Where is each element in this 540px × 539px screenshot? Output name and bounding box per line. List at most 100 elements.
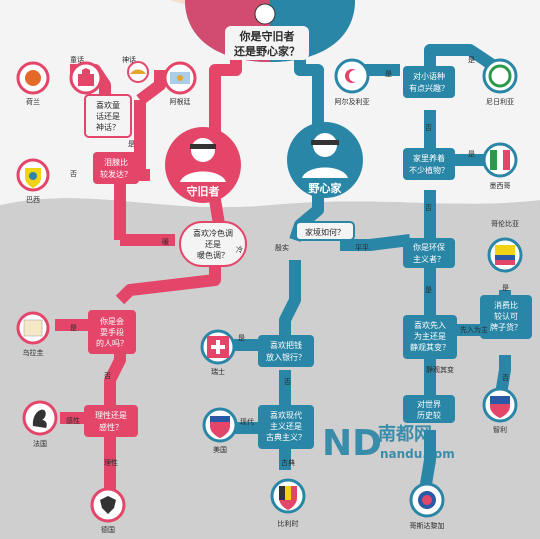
svg-text:阿尔及利亚: 阿尔及利亚 — [335, 97, 370, 106]
question-tears: 泪腺比 较发达？ — [93, 152, 139, 184]
svg-text:暖色调？: 暖色调？ — [197, 250, 229, 260]
uruguay-crest-icon — [23, 319, 43, 337]
svg-text:美国: 美国 — [213, 445, 227, 454]
svg-text:荷兰: 荷兰 — [26, 97, 40, 106]
svg-text:消费比: 消费比 — [494, 300, 518, 310]
rooster-icon — [32, 409, 47, 428]
svg-text:牌子货？: 牌子货？ — [490, 322, 522, 332]
svg-text:静观其变？: 静观其变？ — [410, 342, 450, 352]
svg-text:喜欢冷色调: 喜欢冷色调 — [193, 228, 233, 238]
answer-sensible: 感性 — [66, 416, 80, 425]
answer-classic: 古典 — [281, 458, 295, 467]
answer-warm: 暖 — [162, 238, 169, 246]
country-germany: 德国 — [90, 487, 126, 534]
svg-text:放入银行？: 放入银行？ — [266, 352, 306, 362]
question-eco: 你是环保 主义者？ — [403, 238, 455, 268]
svg-text:话还是: 话还是 — [96, 111, 120, 121]
svg-text:耍手段: 耍手段 — [100, 327, 124, 337]
svg-text:为主还是: 为主还是 — [414, 331, 446, 341]
question-rational: 理性还是 感性？ — [84, 405, 138, 437]
answer-wait: 静观其变 — [426, 365, 454, 374]
question-consume: 消费比 较认可 牌子货？ — [480, 295, 532, 339]
answer-yes-bank: 是 — [238, 334, 245, 342]
svg-text:较认可: 较认可 — [494, 311, 518, 321]
soccer-ball-icon — [254, 3, 276, 25]
svg-text:泪腺比: 泪腺比 — [104, 157, 128, 167]
svg-text:神话？: 神话？ — [96, 122, 120, 132]
svg-text:不少植物？: 不少植物？ — [409, 165, 449, 175]
country-usa: 美国 — [202, 407, 238, 454]
svg-text:古典主义？: 古典主义？ — [266, 432, 306, 442]
answer-myth: 神话 — [122, 55, 136, 64]
svg-text:的人吗？: 的人吗？ — [96, 338, 128, 348]
castle-icon — [78, 68, 94, 86]
svg-text:较发达？: 较发达？ — [100, 169, 132, 179]
title-line-1: 你是守旧者 — [239, 29, 295, 43]
country-costarica: 哥斯达黎加 — [409, 482, 445, 530]
answer-normal: 平平 — [355, 244, 369, 252]
answer-no-lang: 否 — [425, 124, 432, 132]
answer-fairy: 童话 — [70, 55, 84, 64]
ambitious-label: 野心家 — [309, 181, 343, 195]
svg-text:家里养着: 家里养着 — [413, 153, 445, 163]
country-chile: 智利 — [482, 387, 518, 434]
watermark: ND 南都网 nandu.com — [322, 423, 455, 464]
answer-modern: 现代 — [240, 417, 254, 426]
country-france: 法国 — [22, 400, 58, 448]
title-line-2: 还是野心家？ — [233, 44, 300, 58]
svg-text:法国: 法国 — [33, 439, 47, 448]
svg-text:哥斯达黎加: 哥斯达黎加 — [410, 521, 445, 530]
question-plants: 家里养着 不少植物？ — [403, 148, 455, 180]
country-netherlands: 荷兰 — [16, 61, 50, 106]
answer-no-consume: 否 — [502, 374, 509, 382]
country-mexico: 墨西哥 — [482, 142, 518, 190]
svg-text:喜欢先入: 喜欢先入 — [414, 320, 446, 330]
question-language: 对小语种 有点兴趣？ — [403, 66, 455, 98]
eagle-icon — [100, 496, 116, 514]
answer-labels: 童话 神话 是 否 暖 冷 是 否 感性 理性 殷实 平平 是 否 现代 古典 … — [66, 55, 509, 467]
svg-text:喜欢现代: 喜欢现代 — [270, 410, 302, 420]
question-bank: 喜欢把钱 放入银行？ — [258, 335, 314, 367]
ambitious-role: 野心家 — [287, 122, 363, 198]
answer-first: 先入为主 — [460, 325, 488, 334]
country-castle — [69, 61, 103, 95]
svg-text:主义者？: 主义者？ — [413, 254, 445, 264]
svg-text:感性？: 感性？ — [99, 422, 123, 432]
question-history: 对世界 历史较 — [403, 395, 455, 423]
question-fairy-tale: 喜欢童 话还是 神话？ — [84, 94, 132, 138]
svg-text:对世界: 对世界 — [417, 399, 441, 409]
watermark-url: nandu.com — [380, 447, 455, 461]
answer-yes-lang-left: 是 — [385, 70, 392, 78]
answer-no-plants: 否 — [425, 204, 432, 212]
svg-text:智利: 智利 — [493, 425, 507, 434]
svg-text:墨西哥: 墨西哥 — [490, 182, 511, 190]
svg-text:理性还是: 理性还是 — [95, 410, 127, 420]
question-family: 家境如何？ — [295, 221, 355, 241]
country-brazil: 巴西 — [16, 158, 50, 204]
answer-yes-tears: 是 — [128, 140, 135, 148]
question-means: 你是会 耍手段 的人吗？ — [88, 310, 136, 354]
country-uruguay: 乌拉圭 — [16, 311, 50, 357]
lamp-icon — [130, 69, 146, 74]
country-lamp — [127, 61, 149, 83]
mexico-crest-icon — [490, 150, 497, 170]
background-wave — [0, 198, 540, 539]
svg-text:哥伦比亚: 哥伦比亚 — [491, 219, 519, 228]
svg-text:喜欢童: 喜欢童 — [96, 100, 120, 110]
country-colombia: 哥伦比亚 — [487, 219, 523, 273]
country-algeria: 阿尔及利亚 — [334, 58, 370, 106]
conservative-label: 守旧者 — [187, 184, 220, 198]
svg-text:阿根廷: 阿根廷 — [170, 97, 191, 106]
conservative-role: 守旧者 — [165, 127, 241, 203]
svg-text:瑞士: 瑞士 — [211, 367, 225, 376]
answer-no-tears: 否 — [70, 170, 77, 178]
country-belgium: 比利时 — [270, 478, 306, 528]
svg-text:德国: 德国 — [101, 525, 115, 534]
svg-text:尼日利亚: 尼日利亚 — [486, 97, 514, 106]
question-first: 喜欢先入 为主还是 静观其变？ — [403, 315, 457, 359]
svg-text:巴西: 巴西 — [26, 196, 40, 204]
colombia-crest-icon — [495, 245, 515, 255]
answer-no-bank: 否 — [284, 378, 291, 386]
